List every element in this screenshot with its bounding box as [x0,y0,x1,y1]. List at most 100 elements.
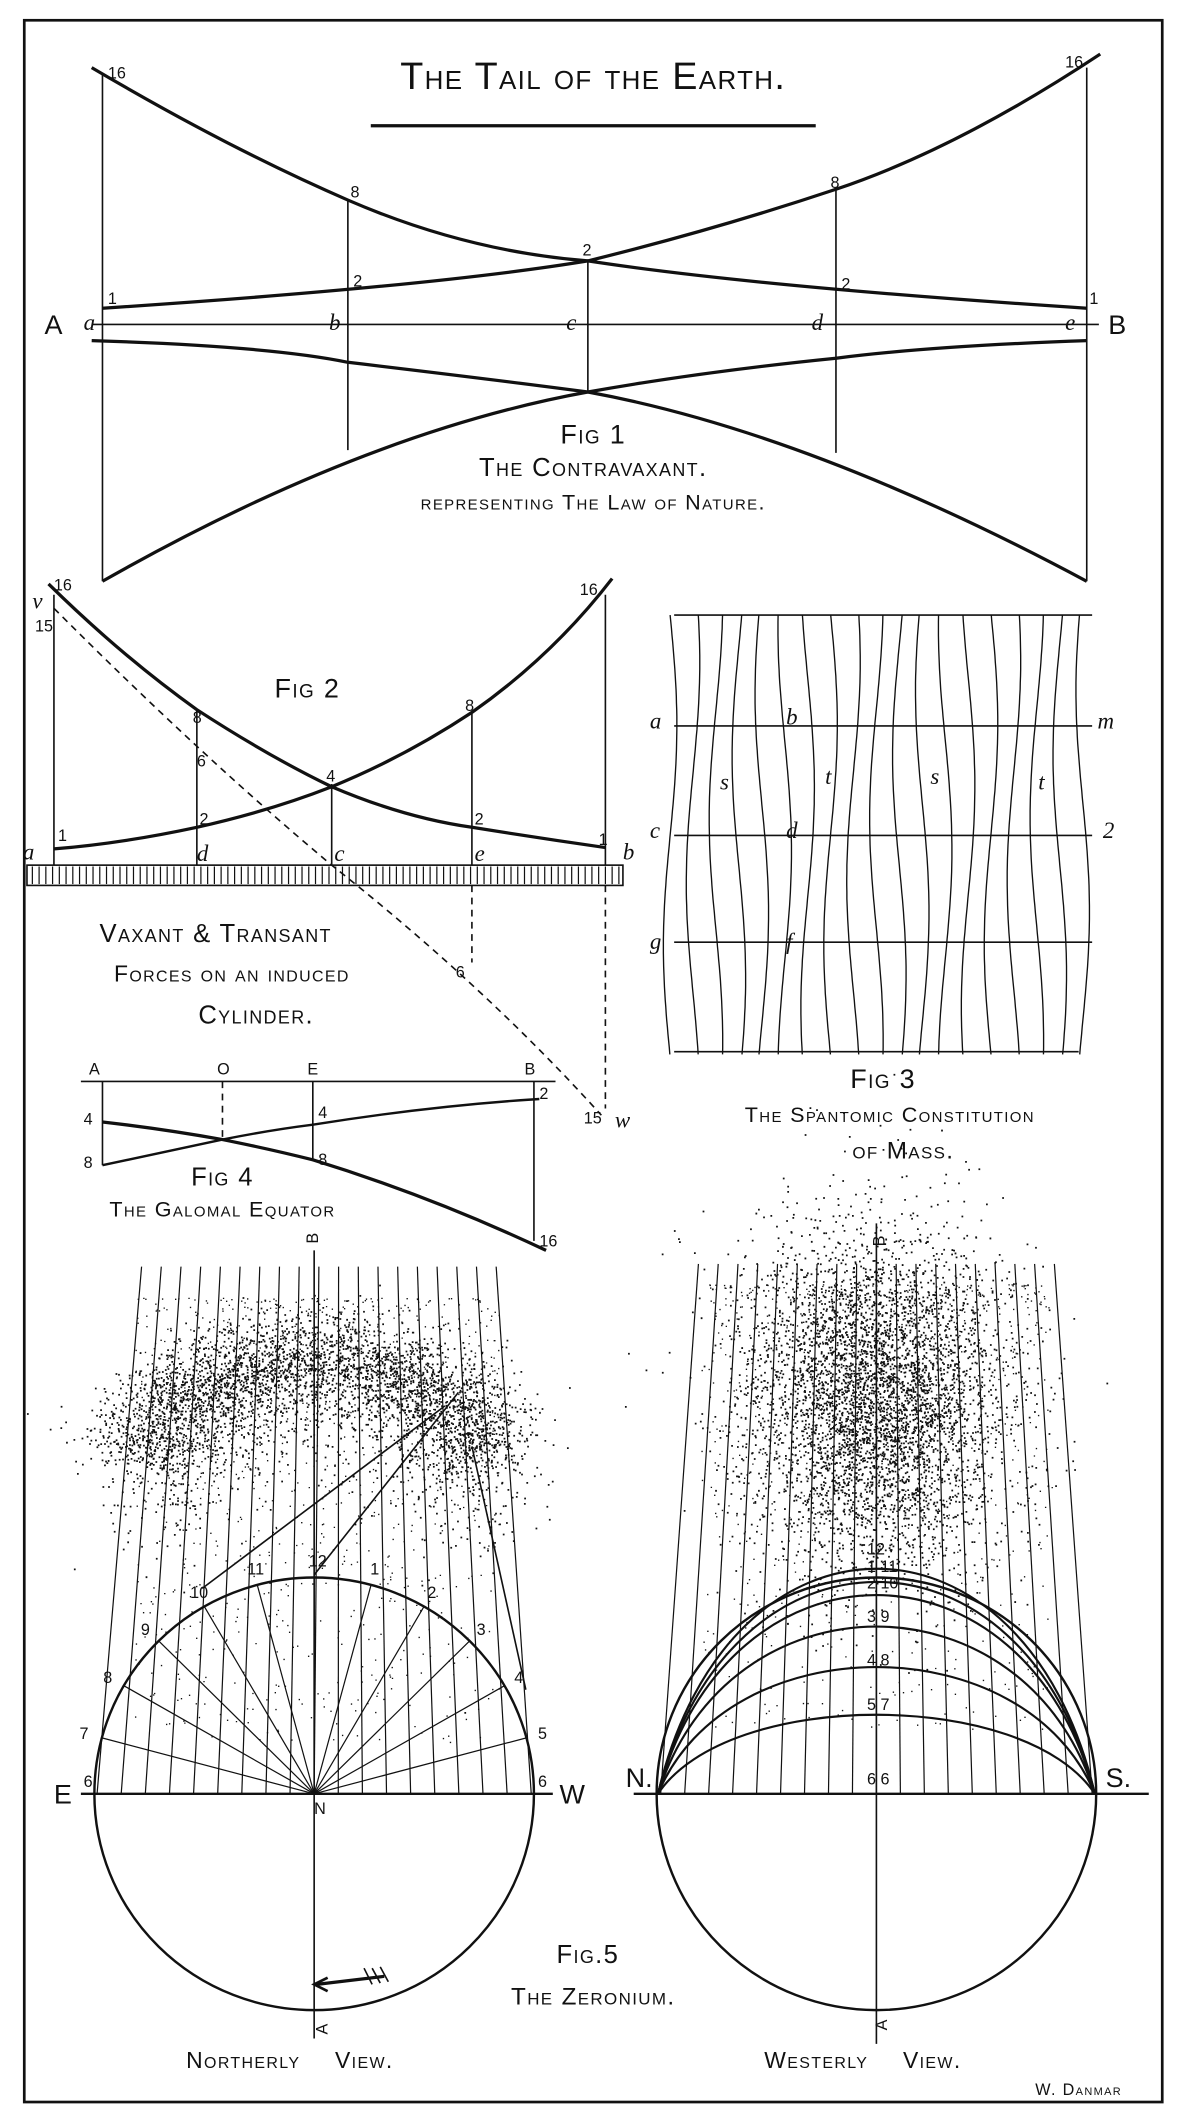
northerly-diagonal [471,1446,527,1690]
hour-label: 12 [309,1553,327,1571]
hour-label: 8 [103,1669,112,1687]
westerly-pair-label: 12 [867,1541,885,1559]
fan-line [994,1263,1021,1794]
hour-label: 2 [427,1584,436,1602]
fig2-caption-line: Cylinder. [198,1001,314,1029]
westerly-pair-label: 1 11 [867,1558,897,1576]
fan-line [974,1263,997,1794]
northerly-view-caption: Northerly View. [186,2047,393,2073]
fig2-number: 1 [58,827,67,845]
fig3-label: s [720,769,729,794]
fig2-decreasing-curve [47,582,606,850]
fig4-number: 4 [318,1104,327,1122]
fan-line [495,1266,532,1794]
fan-line [397,1266,412,1794]
fig2-number: 4 [326,767,335,785]
hour-label: 4 [514,1669,523,1687]
northerly-label-E: E [54,1779,72,1809]
fig3-label: f [786,929,796,954]
fan-line [168,1266,202,1794]
fig1-number: 1 [1089,290,1098,308]
fig1-caption: The Contravaxant. [479,454,707,482]
fig4-point: E [307,1061,318,1079]
fig3-caption-sub: of Mass. [852,1137,954,1164]
fan-line [935,1263,949,1794]
fig3-label: d [786,818,798,843]
fan-line [416,1266,436,1794]
fig3-label: s [930,764,939,789]
fan-line [357,1266,364,1794]
fig2-label-v: v [32,588,43,613]
fig4-number: 4 [84,1111,93,1129]
fig2-number: 16 [580,581,598,599]
northerly-label-N: N [314,1800,326,1818]
fan-line [241,1266,261,1794]
fan-line [851,1263,858,1794]
hour-label: 6 [538,1773,547,1791]
fig2-cylinder-hatching [31,866,620,885]
fig1-contravaxant: A B a b c d e 16 8 2 1 16 8 2 1 2 Fig 1 … [44,52,1126,583]
fig1-label-B: B [1108,310,1126,340]
fig4-point: B [524,1061,535,1079]
fan-line [1053,1263,1093,1794]
fig4-galomal-equator: A O E B 4 8 4 8 2 16 Fig 4 The Galomal E… [80,1061,557,1252]
fig2-number: 1 [599,831,608,849]
hour-ray [203,1606,315,1795]
fan-line [803,1263,818,1794]
fig3-spantomic: a b m s t s t c d 2 g f Fig 3 The Spanto… [650,614,1114,1164]
fig1-label-b: b [329,310,340,335]
fig4-point: O [217,1061,230,1079]
hour-label: 9 [141,1621,150,1639]
hour-ray [101,1737,315,1795]
westerly-label-N: N. [626,1763,653,1793]
fig2-label-e: e [475,841,485,866]
westerly-pair-labels: 121 112 103 94 85 76 6 [867,1541,898,1789]
hour-label: 11 [247,1561,264,1579]
fan-line [915,1263,925,1794]
fig2-vaxant-transant: v a d c e b w 16 15 16 8 6 2 4 8 2 1 1 6… [23,577,634,1133]
fan-line [954,1263,973,1794]
fig2-number: 15 [35,617,53,635]
hour-ray [313,1584,372,1794]
fan-line [120,1266,162,1794]
fan-line [96,1266,143,1794]
fig2-cylinder [26,864,624,887]
fig2-number: 8 [465,697,474,715]
fan-line [895,1263,901,1794]
hour-ray [313,1640,471,1795]
fig1-number: 8 [831,174,840,192]
fig3-label: t [1038,769,1045,794]
fig1-upper-curve-left [90,66,1087,310]
fig2-caption-line: Vaxant & Transant [100,920,332,948]
hour-ray [123,1685,315,1795]
fig4-thin-curve [102,1097,540,1167]
westerly-label-S: S. [1106,1763,1131,1793]
fan-line [436,1266,460,1794]
fig3-caption: The Spantomic Constitution [745,1102,1035,1127]
fig4-fig-label: Fig 4 [191,1163,254,1191]
fig3-label: b [786,705,797,730]
fan-line [660,1263,700,1794]
fig2-number: 15 [584,1109,602,1127]
fig1-label-d: d [812,310,824,335]
fig2-number: 2 [200,811,209,829]
fig1-label-c: c [566,310,576,335]
fig1-number: 1 [108,290,117,308]
fig4-number: 2 [539,1085,548,1103]
fan-line [217,1266,241,1794]
hour-label: 5 [538,1725,547,1743]
hour-label: 10 [190,1584,208,1602]
fig1-number: 8 [351,183,360,201]
fan-line [708,1263,739,1794]
page-title: The Tail of the Earth. [400,56,786,98]
westerly-pair-label: 6 6 [867,1770,889,1788]
westerly-pair-label: 3 9 [867,1608,889,1626]
fan-line [192,1266,221,1794]
fan-line [779,1263,798,1794]
fig2-number: 2 [475,811,484,829]
fig1-label-e: e [1065,310,1075,335]
northerly-label-B: B [304,1233,322,1244]
fan-line [289,1266,300,1794]
